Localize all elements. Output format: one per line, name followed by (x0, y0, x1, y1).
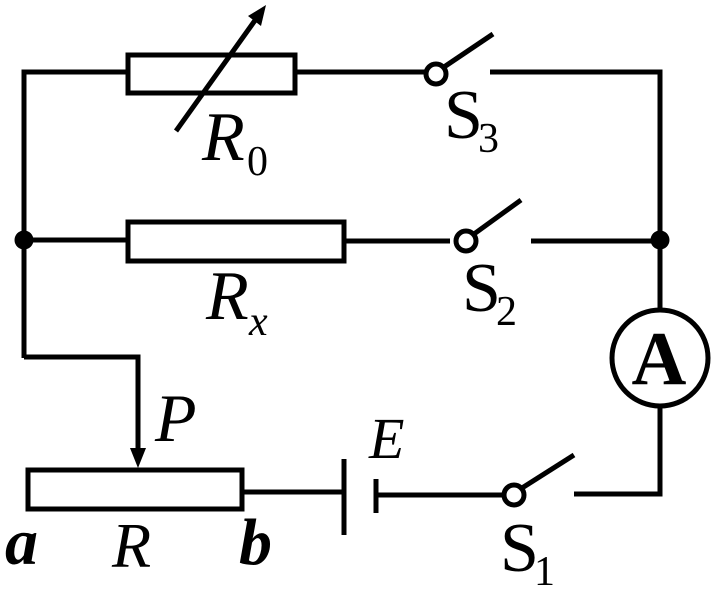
wire-right-rail-top (490, 69, 663, 311)
branch-battery-s1: P a R b E S (5, 354, 663, 590)
rheostat-r: a R b (5, 467, 272, 581)
slider-label: P (154, 380, 197, 456)
switch-s3: S 3 (423, 31, 499, 162)
terminal-b-label: b (239, 506, 272, 579)
wire-right-rail-bottom (574, 406, 663, 497)
switch-s1-label: S 1 (500, 510, 555, 590)
resistor-rx-label: R x (205, 258, 268, 345)
switch-s2-pivot-icon (453, 228, 479, 254)
wire-rail-to-slider (24, 354, 141, 452)
junction-dot-left-icon (14, 230, 34, 250)
switch-s2-lever-icon (472, 197, 523, 237)
switch-s3-pivot-icon (423, 61, 449, 87)
junction-dot-right-icon (650, 230, 670, 250)
resistor-r0-arrow-shaft (173, 17, 259, 133)
rheostat-r-label: R (111, 510, 151, 581)
branch-r0-s3: R 0 S 3 (21, 5, 663, 358)
resistor-rx-body (125, 219, 347, 264)
rheostat-r-body (25, 467, 245, 512)
switch-s2: S 2 (453, 197, 523, 335)
battery-e: E (341, 406, 404, 535)
slider-arrow-head-icon (130, 448, 146, 468)
resistor-r0-label: R 0 (201, 99, 268, 185)
terminal-a-label: a (5, 506, 38, 579)
switch-s2-label: S 2 (462, 250, 517, 335)
switch-s3-label: S 3 (444, 77, 499, 162)
switch-s3-lever-icon (442, 31, 495, 70)
battery-label: E (368, 406, 404, 471)
wire-left-rail (21, 69, 128, 358)
switch-s1-lever-icon (520, 452, 576, 491)
resistor-rx: R x (125, 219, 347, 345)
branch-rx-s2: R x S 2 (14, 197, 670, 345)
ammeter: A (609, 307, 711, 409)
resistor-r0-arrow-head-icon (248, 5, 266, 26)
switch-s1-pivot-icon (501, 482, 527, 508)
switch-s1: S 1 (500, 452, 576, 590)
resistor-r0-body (125, 52, 298, 96)
variable-resistor-r0: R 0 (125, 5, 298, 185)
ammeter-label: A (632, 317, 687, 401)
